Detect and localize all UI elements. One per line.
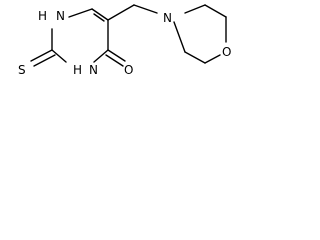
bond-c-top-c-right [204,4,227,18]
bond-c4-o-b [105,54,124,67]
atom-oxygen-carbonyl: O [124,63,133,77]
atom-n1: N [56,9,65,23]
bond-c-left-n [173,21,186,53]
bond-c5-ch2 [107,4,135,21]
bond-c-bottom-c-left [184,51,206,64]
bond-n1-c6 [68,8,93,18]
atom-n1-h: H [38,9,47,23]
bond-n-c-top [184,4,206,14]
bond-c4-o-a [107,49,126,62]
molecule-structure: H N H N S O N O [18,4,231,77]
atom-sulfur: S [18,63,26,77]
atom-n3: N [89,63,98,77]
bond-c6-c5-inner [93,13,105,22]
bond-c2-s-a [30,49,53,62]
bond-c2-s-b [33,54,56,67]
bond-c4-n3 [93,49,109,63]
bonds [30,4,227,67]
atom-n-morpholine: N [163,11,172,25]
atom-n3-h: H [73,63,82,77]
atom-o-morpholine: O [222,45,231,59]
atom-labels: H N H N S O N O [18,9,231,77]
bond-ch2-n [133,4,158,14]
bond-n3-c2 [51,49,67,63]
bond-o-c-bottom [204,54,221,64]
bond-c6-c5 [91,8,109,21]
